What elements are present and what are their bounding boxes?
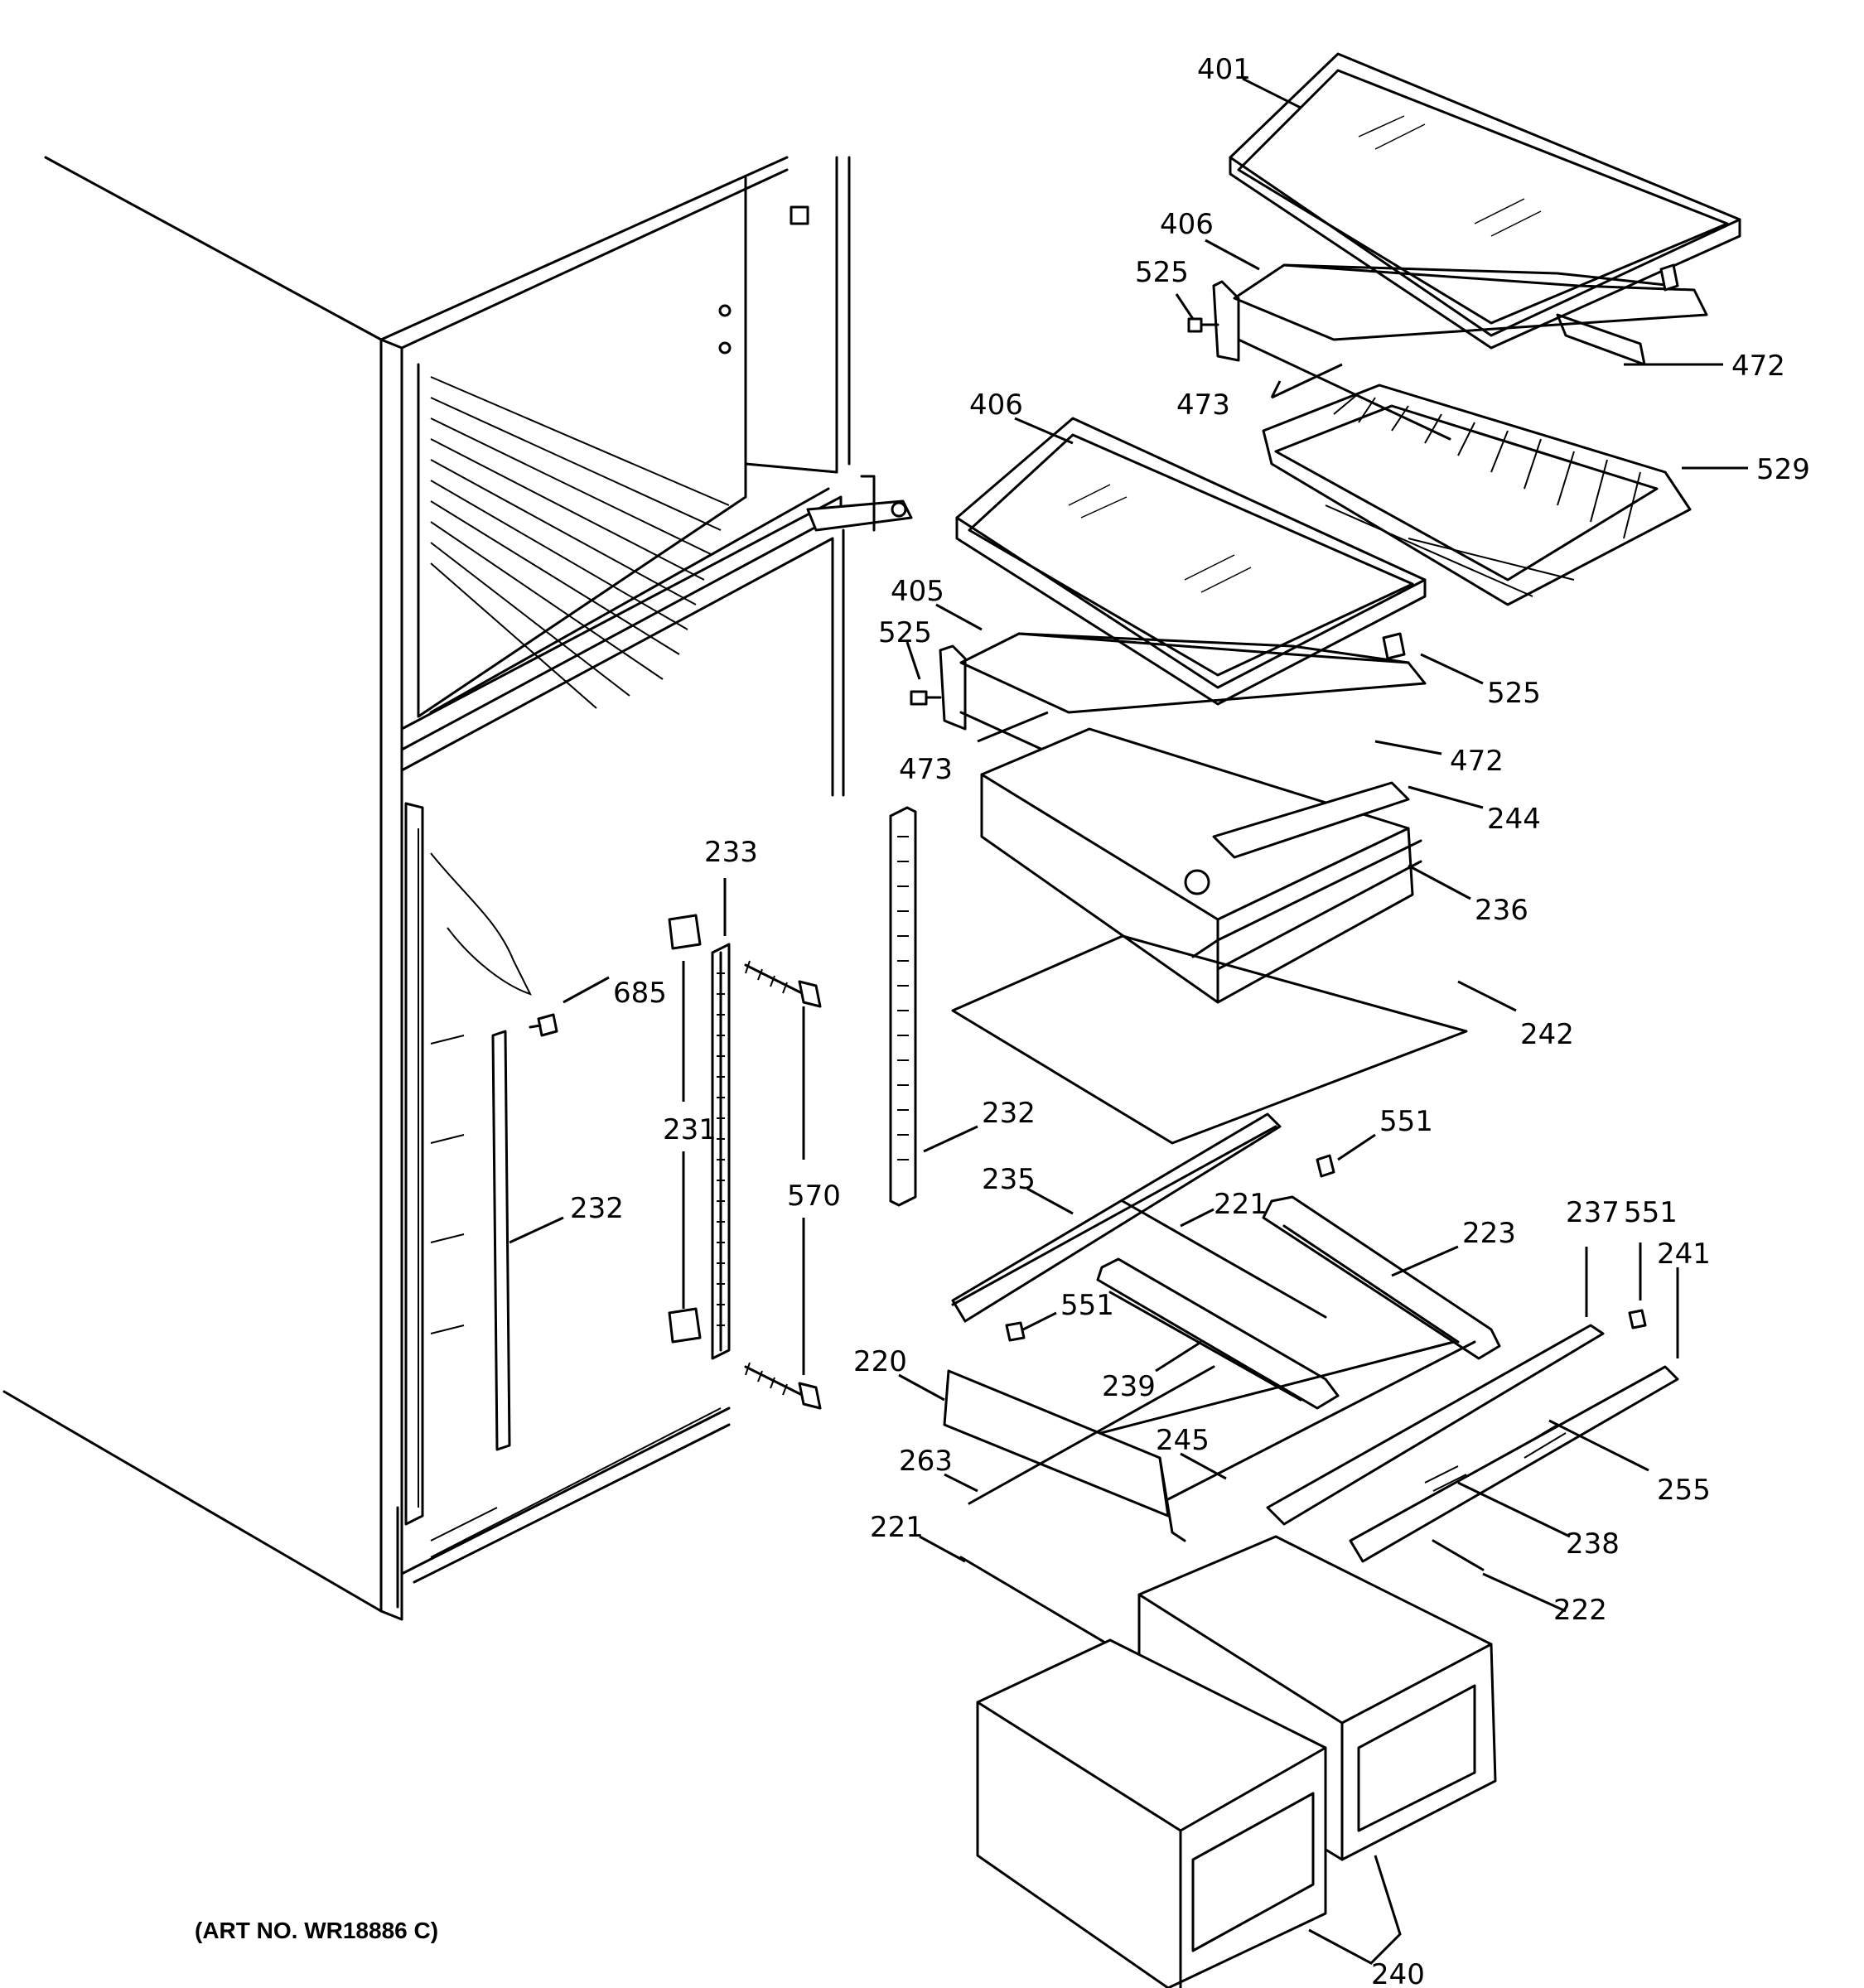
callout-237: 237 bbox=[1566, 1196, 1620, 1229]
shelf-406 bbox=[955, 417, 1427, 706]
wire-basket-529 bbox=[1262, 384, 1692, 606]
callout-labels: 401 406 525 472 473 529 406 405 525 525 … bbox=[195, 53, 1810, 1988]
callout-551-left: 551 bbox=[1060, 1289, 1114, 1322]
ladder-slots bbox=[717, 972, 725, 1326]
crisper-frame-lower bbox=[943, 1112, 1679, 1679]
callout-570: 570 bbox=[787, 1180, 841, 1213]
callout-685: 685 bbox=[613, 977, 667, 1010]
callout-405: 405 bbox=[891, 575, 944, 608]
shelf-frame-upper bbox=[1187, 263, 1708, 441]
callout-232-left: 232 bbox=[570, 1192, 624, 1225]
callout-231: 231 bbox=[663, 1113, 717, 1146]
callout-406-mid: 406 bbox=[969, 388, 1023, 422]
callout-529: 529 bbox=[1756, 453, 1810, 486]
callout-551-right: 551 bbox=[1624, 1196, 1678, 1229]
callout-473-mid: 473 bbox=[899, 753, 953, 786]
callout-236: 236 bbox=[1475, 894, 1528, 927]
callout-263: 263 bbox=[899, 1445, 953, 1478]
callout-472-mid: 472 bbox=[1450, 745, 1504, 778]
callout-242: 242 bbox=[1520, 1018, 1574, 1051]
callout-525-upper: 525 bbox=[1135, 256, 1189, 289]
callout-221-upper: 221 bbox=[1214, 1188, 1268, 1221]
callout-406-upper: 406 bbox=[1160, 208, 1214, 241]
shelf-401 bbox=[1229, 52, 1741, 350]
callout-240: 240 bbox=[1371, 1958, 1425, 1988]
callout-472-upper: 472 bbox=[1731, 350, 1785, 383]
callout-222: 222 bbox=[1553, 1594, 1607, 1627]
callout-241: 241 bbox=[1657, 1238, 1711, 1271]
art-number: (ART NO. WR18886 C) bbox=[195, 1918, 438, 1943]
shelf-ladder-233 bbox=[668, 914, 731, 1360]
callout-401: 401 bbox=[1197, 53, 1251, 86]
glass-pane-242 bbox=[951, 934, 1468, 1145]
callout-245: 245 bbox=[1156, 1424, 1210, 1457]
callout-255: 255 bbox=[1657, 1474, 1711, 1507]
crisper-bins-240 bbox=[976, 1535, 1497, 1988]
callout-525-left: 525 bbox=[878, 616, 932, 649]
callout-221-lower: 221 bbox=[870, 1511, 924, 1544]
callout-525-right: 525 bbox=[1487, 677, 1541, 710]
callout-232-right: 232 bbox=[982, 1097, 1036, 1130]
callout-473-upper: 473 bbox=[1176, 388, 1230, 422]
callout-223: 223 bbox=[1462, 1217, 1516, 1250]
crisper-drawer-236 bbox=[980, 727, 1422, 1004]
refrigerator-cabinet bbox=[2, 156, 913, 1621]
callout-239: 239 bbox=[1102, 1370, 1156, 1403]
callout-244: 244 bbox=[1487, 803, 1541, 836]
leader-lines bbox=[509, 77, 1748, 1965]
screws-570 bbox=[744, 960, 822, 1410]
callout-238: 238 bbox=[1566, 1527, 1620, 1561]
callout-233: 233 bbox=[704, 836, 758, 869]
callout-220: 220 bbox=[853, 1345, 907, 1378]
freezer-ribs bbox=[430, 376, 730, 709]
shelf-ladder-232-right bbox=[889, 806, 917, 1207]
shelf-ladder-232-left bbox=[491, 1013, 558, 1451]
callout-551-top: 551 bbox=[1379, 1105, 1433, 1138]
callout-235: 235 bbox=[982, 1163, 1036, 1196]
